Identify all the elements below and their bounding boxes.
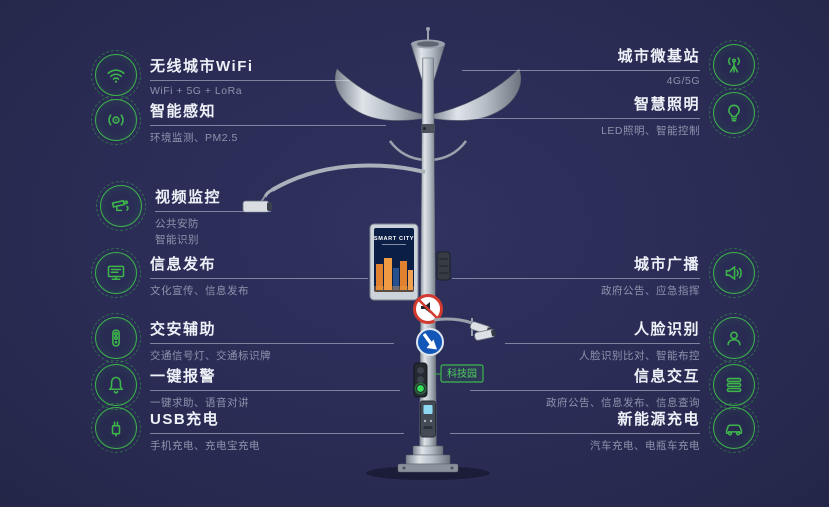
feature-title: 智能感知 [150,103,217,120]
feature-subtitle-2: 智能识别 [155,234,199,246]
antenna-icon [700,31,768,99]
connector-line [155,211,271,212]
feature-subtitle: 文化宣传、信息发布 [150,285,249,297]
feature-broadcast: 城市广播 政府公告、应急指挥 [452,239,768,307]
feature-lighting: 智慧照明 LED照明、智能控制 [452,79,768,147]
sensor-icon [82,86,150,154]
icon-halo [82,239,150,307]
feature-subtitle: LED照明、智能控制 [601,125,700,137]
lamp-blades [335,68,521,162]
feature-title: 人脸识别 [633,321,700,338]
connector-line [452,118,700,119]
feature-subtitle: 汽车充电、电瓶车充电 [590,440,700,452]
connector-line [150,278,368,279]
feature-usb-charge: USB充电 手机充电、充电宝充电 [82,394,404,462]
wifi-icon [82,41,150,109]
interact-icon [700,351,768,419]
bulb-icon [700,79,768,147]
traffic-light [413,362,428,398]
traffic-icon [82,304,150,372]
feature-subtitle: 公共安防 [155,218,199,230]
feature-title: 无线城市WiFi [150,58,254,75]
display-icon [82,239,150,307]
feature-subtitle: 手机充电、充电宝充电 [150,440,260,452]
connector-line [150,343,394,344]
feature-base-station: 城市微基站 4G/5G [462,31,768,99]
feature-sensing: 智能感知 环境监测、PM2.5 [82,86,386,154]
lamp-top [410,27,446,81]
display-screen: SMART CITY [369,223,419,301]
cctv-icon [87,172,155,240]
icon-halo [87,172,155,240]
feature-subtitle: 人脸识别比对、智能布控 [579,350,700,362]
feature-alarm: 一键报警 一键求助、语音对讲 [82,351,400,419]
feature-title: 智慧照明 [633,96,700,113]
feature-subtitle: WiFi + 5G + LoRa [150,85,243,97]
connector-line [450,433,700,434]
feature-title: USB充电 [150,411,220,428]
no-horn-sign [413,294,443,324]
feature-subtitle: 一键求助、语音对讲 [150,397,249,409]
feature-ev-charge: 新能源充电 汽车充电、电瓶车充电 [450,394,768,462]
feature-subtitle: 政府公告、信息发布、信息查询 [546,397,700,409]
feature-face-recognition: 人脸识别 人脸识别比对、智能布控 [505,304,768,372]
direction-sign [416,328,444,356]
charging-panel [420,400,436,438]
cctv-arm [242,163,426,213]
tech-park-text: 科技园 [447,367,477,380]
pole-base [366,445,490,480]
screen-title: SMART CITY [374,236,414,242]
icon-halo [700,239,768,307]
face-icon [700,304,768,372]
feature-title: 城市微基站 [617,48,700,65]
connector-line [452,278,700,279]
feature-title: 信息交互 [633,368,700,385]
feature-subtitle: 4G/5G [666,75,700,87]
icon-halo [700,79,768,147]
alarm-icon [82,351,150,419]
feature-title: 信息发布 [150,256,217,273]
sensor-box [421,124,435,133]
connector-line [150,433,404,434]
connector-line [505,343,700,344]
connector-line [470,390,700,391]
feature-video: 视频监控 公共安防 智能识别 [87,172,271,247]
feature-title: 视频监控 [155,189,222,206]
usb-icon [82,394,150,462]
speaker-icon [700,239,768,307]
feature-info-interact: 信息交互 政府公告、信息发布、信息查询 [470,351,768,419]
feature-wifi: 无线城市WiFi WiFi + 5G + LoRa [82,41,350,109]
connector-line [462,70,700,71]
ev-icon [700,394,768,462]
feature-info-publish: 信息发布 文化宣传、信息发布 [82,239,368,307]
connector-line [150,390,400,391]
connector-line [150,125,386,126]
feature-title: 城市广播 [633,256,700,273]
feature-subtitle: 环境监测、PM2.5 [150,132,238,144]
feature-title: 新能源充电 [617,411,700,428]
pole-illustration: SMART CITY [242,27,521,480]
dual-cameras [433,317,496,341]
feature-title: 交安辅助 [150,321,217,338]
feature-title: 一键报警 [150,368,217,385]
feature-traffic-assist: 交安辅助 交通信号灯、交通标识牌 [82,304,394,372]
tech-park-label: 科技园 [434,364,484,383]
broadcast-speaker [436,251,451,281]
feature-subtitle: 交通信号灯、交通标识牌 [150,350,271,362]
feature-subtitle: 政府公告、应急指挥 [601,285,700,297]
connector-line [150,80,350,81]
